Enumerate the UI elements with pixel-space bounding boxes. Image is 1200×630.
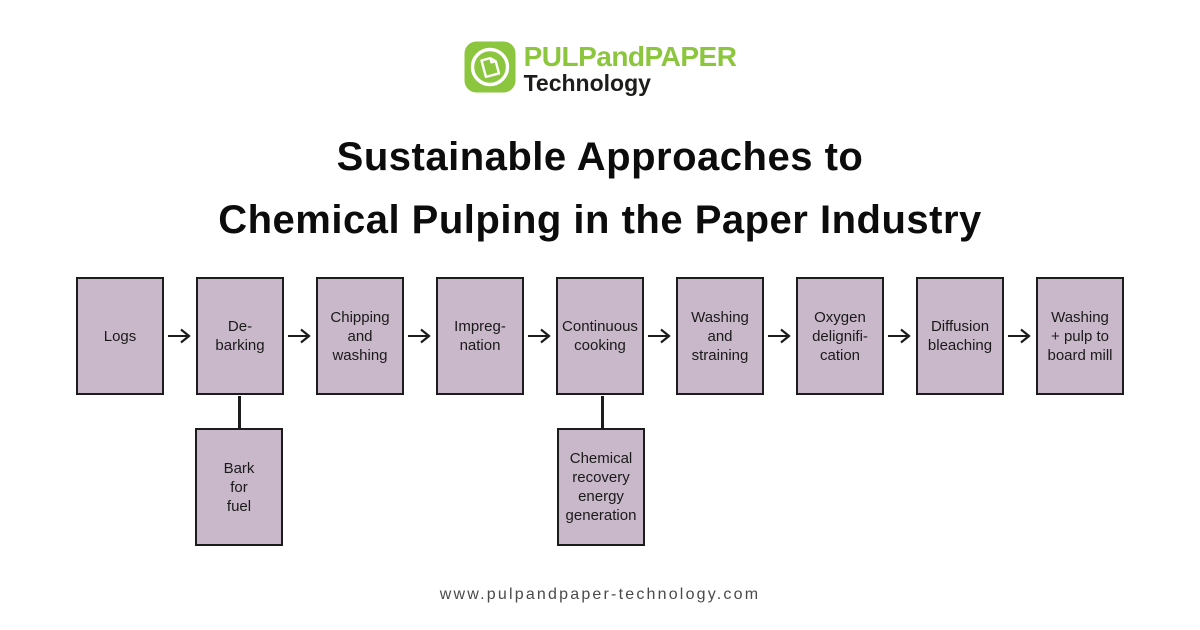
flow-node-washing-pulp-board-mill: Washing + pulp to board mill [1036,277,1124,395]
connector-line-debarking-bark [238,396,241,428]
flow-node-diffusion-bleaching: Diffusion bleaching [916,277,1004,395]
flow-node-debarking: De- barking [196,277,284,395]
flow-node-oxygen-delignification: Oxygen delignifi- cation [796,277,884,395]
flowchart-main-row: Logs De- barking Chipping and washing Im… [76,277,1124,395]
brand-name: PULPandPAPER [523,41,737,72]
arrow-right-icon [284,327,316,345]
brand-subname: Technology [523,70,651,96]
flow-node-chemical-recovery: Chemical recovery energy generation [557,428,645,546]
connector-line-cooking-recovery [601,396,604,428]
flow-node-continuous-cooking: Continuous cooking [556,277,644,395]
arrow-right-icon [1004,327,1036,345]
flow-node-washing-straining: Washing and straining [676,277,764,395]
arrow-right-icon [164,327,196,345]
paper-note-icon [464,41,516,93]
arrow-right-icon [404,327,436,345]
brand-logo: PULPandPAPER Technology [0,41,1200,96]
page-title: Sustainable Approaches to Chemical Pulpi… [0,126,1200,252]
arrow-right-icon [884,327,916,345]
title-line-1: Sustainable Approaches to [336,135,864,179]
flow-node-impregnation: Impreg- nation [436,277,524,395]
arrow-right-icon [524,327,556,345]
flow-node-bark-for-fuel: Bark for fuel [195,428,283,546]
website-url: www.pulpandpaper-technology.com [439,586,761,603]
title-line-2: Chemical Pulping in the Paper Industry [218,198,982,242]
arrow-right-icon [644,327,676,345]
flow-node-logs: Logs [76,277,164,395]
arrow-right-icon [764,327,796,345]
flow-node-chipping-washing: Chipping and washing [316,277,404,395]
brand-wordmark: PULPandPAPER Technology [524,41,737,96]
